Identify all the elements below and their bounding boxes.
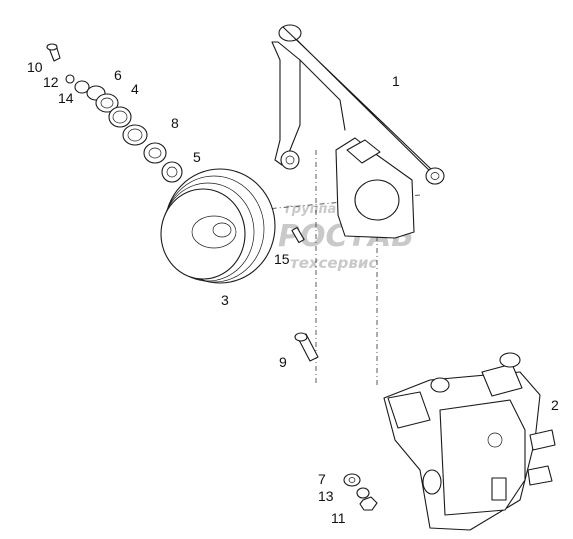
callout-1: 1 [392,73,400,89]
callout-4: 4 [131,81,139,97]
fitting-right-2 [527,465,553,486]
callout-15: 15 [274,251,290,267]
washer-part-14 [74,80,90,94]
bracket-flange-plate [335,137,415,239]
valve-block-part-2 [383,352,556,531]
solenoid-left [387,391,431,429]
callout-13: 13 [318,488,334,504]
ring-part-4b [108,106,132,128]
bracket-part-1 [271,24,445,239]
bracket-shaft-end [425,167,445,185]
valve-label-plate [491,477,507,501]
valve-connector-1 [430,377,450,393]
ring-part-4b-hole [112,110,128,124]
ring-part-4a-hole [100,97,114,109]
fitting-front [422,469,442,495]
callout-5: 5 [193,149,201,165]
callout-3: 3 [221,292,229,308]
bearing-part-5-hole [166,166,178,178]
bolt-9-head [294,332,308,342]
bracket-eye [280,150,300,170]
valve-connector-2 [499,352,521,368]
fitting-right-1 [529,429,556,451]
bearing-part-5 [161,161,183,183]
washer-part-7 [343,473,361,487]
callout-11: 11 [331,510,346,526]
bracket-shaft-bore [430,172,440,180]
solenoid-right [481,363,523,397]
valve-front-plate [439,399,526,516]
callout-8: 8 [171,115,179,131]
valve-port [487,432,503,448]
bracket-arm [271,41,301,166]
ring-part-8b [143,142,167,164]
callout-6: 6 [114,67,122,83]
fasteners-lower [343,473,378,511]
pulley-hub [191,215,237,249]
fasteners-stack [46,43,183,183]
callout-2: 2 [551,397,559,413]
callout-9: 9 [279,354,287,370]
bracket-shaft [282,26,441,182]
nut-part-11 [359,496,378,511]
pulley-hub-bore [212,222,232,238]
washer-part-7-hole [348,477,356,483]
bolt-part-9 [294,332,319,362]
washer-part-12 [65,74,75,84]
callout-12: 12 [43,74,59,90]
bracket-arm-web [299,59,346,131]
bolt-head-part-10 [46,43,58,51]
ring-part-8b-hole [148,147,162,159]
callout-14: 14 [58,90,74,106]
key [291,226,305,244]
washer-part-13 [356,487,370,499]
ring-part-4a [95,93,119,113]
pulley-face [160,188,246,280]
watermark-line3: техсервис [290,254,377,272]
ring-part-8 [122,124,148,146]
bracket-flange-bore [354,179,400,221]
callout-labels: 10 12 14 6 4 8 5 1 3 15 9 2 7 13 11 [27,59,559,526]
bracket-eye-hole [285,155,295,165]
pulley-part-3 [160,168,276,284]
ring-part-8-hole [127,128,143,142]
bracket-clamp-block [346,139,381,164]
callout-7: 7 [318,471,326,487]
key-part-15 [291,226,305,244]
callout-10: 10 [27,59,43,75]
